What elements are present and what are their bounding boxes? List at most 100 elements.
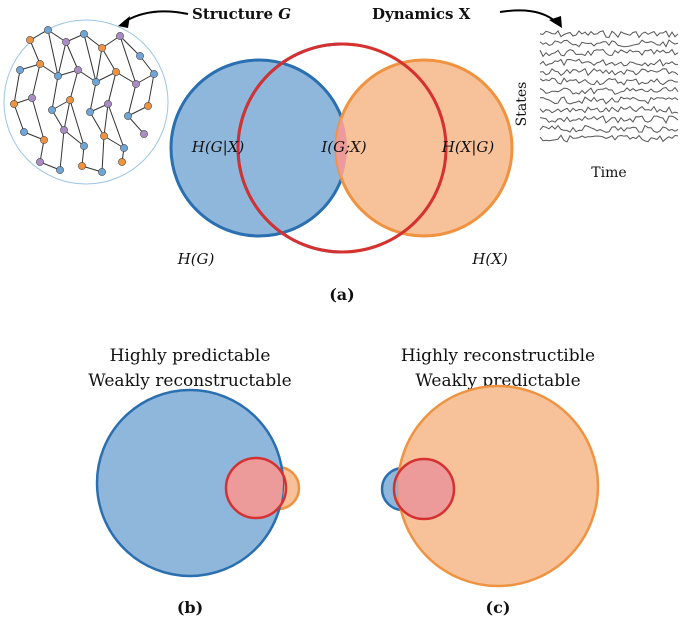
network-node [136, 52, 144, 60]
network-edge [65, 41, 79, 71]
network-node [86, 108, 94, 116]
panel-c-title-line2: Weakly predictable [415, 371, 580, 391]
network-edge [51, 75, 59, 111]
panel-a-caption: (a) [329, 285, 355, 304]
timeseries-trace [539, 67, 679, 77]
network-edge [147, 73, 155, 107]
network-edge [63, 99, 71, 131]
network-node [16, 66, 24, 74]
network-node [56, 166, 64, 174]
arrowhead-left-icon [118, 16, 130, 28]
venn-a [169, 42, 514, 254]
network-edge [107, 71, 117, 105]
timeseries-trace [539, 30, 679, 39]
structure-arrow [118, 10, 189, 28]
network-node [66, 96, 74, 104]
network-node [78, 162, 86, 170]
network-edge [89, 111, 105, 137]
network-node [74, 66, 82, 74]
network-node [20, 128, 28, 136]
network-edge [107, 103, 125, 149]
network-edge [83, 33, 97, 83]
timeseries-trace [539, 48, 679, 58]
panel-b-title-line1: Highly predictable [110, 346, 271, 366]
network-node [140, 130, 148, 138]
venn-c [380, 384, 600, 588]
network-node [98, 168, 106, 176]
network-edge [13, 69, 21, 105]
network-edge [69, 99, 85, 147]
time-axis-label: Time [591, 165, 626, 181]
network-node [48, 106, 56, 114]
network-node [10, 100, 18, 108]
timeseries-trace [539, 134, 679, 143]
network-edge [103, 103, 109, 137]
network-node [80, 142, 88, 150]
network-node [132, 80, 140, 88]
timeseries-trace [539, 105, 679, 114]
timeseries-trace [539, 86, 679, 95]
timeseries-trace [539, 96, 679, 105]
panel-b-title-line2: Weakly reconstructable [88, 371, 291, 391]
network-node [40, 136, 48, 144]
network-node [112, 68, 120, 76]
network-node [92, 78, 100, 86]
network-edge [69, 69, 79, 101]
network-boundary-circle [3, 19, 169, 185]
panel-c-caption: (c) [486, 598, 511, 617]
network-node [116, 32, 124, 40]
network-node [150, 70, 158, 78]
network-node [144, 102, 152, 110]
timeseries-trace [539, 115, 679, 125]
panel-b-caption: (b) [177, 598, 203, 617]
dynamics-title: Dynamics X [372, 5, 471, 23]
network-edge [59, 129, 65, 171]
network-node [36, 60, 44, 68]
dynamics-arrow [499, 9, 562, 28]
panel-c-overlap-outline [392, 457, 456, 521]
mutual-information-outline [236, 42, 448, 254]
network-node [100, 132, 108, 140]
panel-b-overlap-outline [224, 456, 288, 520]
h-x-label: H(X) [471, 250, 508, 268]
structure-title: Structure G [192, 5, 291, 23]
network-edge [57, 41, 67, 77]
panel-c-title-line1: Highly reconstructible [401, 346, 595, 366]
network-edge [29, 39, 41, 65]
timeseries-trace [539, 39, 679, 48]
timeseries-trace [539, 58, 679, 67]
network-node [124, 112, 132, 120]
network-node [36, 158, 44, 166]
network-node [26, 36, 34, 44]
network-edge [31, 63, 41, 99]
timeseries-trace [539, 77, 679, 86]
network-inset [3, 19, 169, 185]
network-edge [127, 115, 145, 135]
network-nodes [10, 26, 158, 176]
network-edge [119, 35, 141, 57]
network-node [44, 26, 52, 34]
states-axis-label: States [514, 82, 530, 127]
venn-b [95, 388, 301, 578]
network-node [54, 72, 62, 80]
h-g-given-x-label: H(G|X) [191, 138, 245, 156]
arrowhead-right-icon [549, 16, 562, 28]
network-node [60, 126, 68, 134]
network-edge [101, 47, 117, 73]
mutual-information-label: I(G;X) [320, 138, 366, 156]
network-edge [47, 29, 59, 77]
timeseries-inset [539, 30, 679, 143]
network-edge [119, 35, 137, 85]
network-node [120, 144, 128, 152]
network-node [104, 100, 112, 108]
network-edge [101, 135, 105, 173]
h-g-label: H(G) [177, 250, 215, 268]
network-node [28, 94, 36, 102]
network-edge [95, 47, 103, 83]
network-node [98, 44, 106, 52]
network-edge [63, 129, 85, 147]
network-edge [13, 103, 25, 133]
timeseries-trace [539, 124, 679, 133]
